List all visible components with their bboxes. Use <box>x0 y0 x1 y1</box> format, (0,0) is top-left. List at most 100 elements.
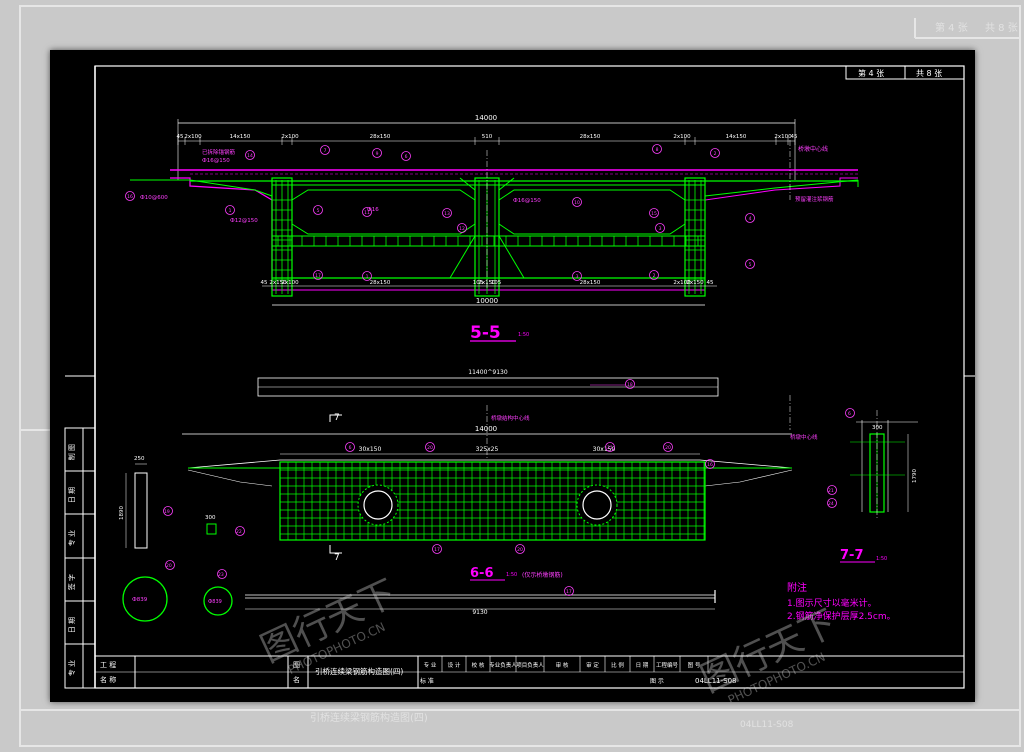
top-dim-label: 45 <box>177 134 184 140</box>
section-5-scale: 1:50 <box>518 332 529 338</box>
bottom-dim-label: 2x150 <box>269 280 287 286</box>
svg-text:300: 300 <box>205 515 216 521</box>
pier-rebar-mesh <box>279 461 706 541</box>
rebar-bubble <box>425 442 435 452</box>
rebar-bubble <box>125 191 135 201</box>
section-6-scale: 1:50 <box>506 572 517 578</box>
top-dim-label: 2x100 <box>184 134 202 140</box>
drawing-name-label: 名 <box>293 675 300 684</box>
title-block-header: 校 核 <box>472 661 485 669</box>
rebar-bubble-label: 21 <box>607 445 613 451</box>
rebar-bubble <box>515 544 525 554</box>
rebar-bubble-label: 14 <box>247 153 253 159</box>
rebar-bubble-label: 6 <box>405 154 408 160</box>
notes-line-2: 2.钢筋净保护层厚2.5cm。 <box>787 610 896 622</box>
title-block: 工 程 名 称 图 名 引桥连续梁钢筋构造图(四) 专 业设 计校 核专业负责人… <box>94 655 965 689</box>
section-7-height: 1790 <box>912 469 918 483</box>
svg-text:22: 22 <box>236 529 242 535</box>
bar-length: 1890 <box>119 506 125 520</box>
top-dim-label: 45 <box>791 134 798 140</box>
bottom-dim-label: 105 <box>491 280 502 286</box>
rebar-bubble-label: 16 <box>127 194 133 200</box>
rebar-bubble <box>401 151 411 161</box>
title-block-header: 审 核 <box>556 661 569 669</box>
rebar-bubble-label: 7 <box>324 148 327 154</box>
rebar-bubble-label: 4 <box>749 216 752 222</box>
rebar-bubble-label: 13 <box>444 211 450 217</box>
rebar-bubble <box>655 223 665 233</box>
section-6-dim: 30x150 <box>593 446 616 453</box>
bar-top-label: 11400^9130 <box>468 369 508 376</box>
rebar-bubble-label: 3 <box>576 274 579 280</box>
rebar-bubble <box>745 213 755 223</box>
rebar-bubble-label: 15 <box>651 211 657 217</box>
rebar-bubble <box>313 270 323 280</box>
bottom-dim-label: 2x100 <box>673 280 691 286</box>
total-label: 共 8 张 <box>916 69 942 78</box>
overall-dim-top: 14000 <box>475 114 497 122</box>
ghost-drawing-name: 引桥连续梁钢筋构造图(四) <box>310 711 428 724</box>
title-block-header: 图 号 <box>688 661 701 669</box>
side-label: 专 业 <box>67 530 76 546</box>
bottom-dim-label: 2x150 <box>478 280 496 286</box>
rebar-bubble-label: 16 <box>707 462 713 468</box>
rebar-bubble <box>572 197 582 207</box>
title-block-header: 比 例 <box>611 661 624 669</box>
section-7-7: 300 6 桥墩中心线 1790 21 24 7-7 1:50 <box>790 408 918 563</box>
notes-heading: 附注 <box>787 581 807 594</box>
side-label: 日 期 <box>68 617 76 633</box>
top-dim-label: 14x150 <box>230 134 251 140</box>
rebar-bubble-label: 2 <box>653 273 656 279</box>
rebar-bubble-label: 20 <box>427 445 433 451</box>
notes: 附注 1.图示尺寸以毫米计。 2.钢筋净保护层厚2.5cm。 <box>787 581 896 622</box>
cad-drawing-sheet: 第 4 张 共 8 张 制 图 日 期 专 业 签 字 日 期 专 业 1400… <box>50 50 975 702</box>
top-dim-label: 14x150 <box>726 134 747 140</box>
rebar-bubble-label: 1 <box>229 208 232 214</box>
side-label: 专 业 <box>67 660 76 676</box>
rebar-bubble <box>649 270 659 280</box>
rebar-bubble <box>705 459 715 469</box>
title-block-header: 专业负责人 <box>489 661 517 669</box>
svg-text:24: 24 <box>828 501 834 507</box>
ghost-page-label: 第 4 张 <box>935 21 968 34</box>
page-label: 第 4 张 <box>858 68 884 78</box>
label-callout: Ф16@150 <box>513 198 541 204</box>
side-label: 制 图 <box>67 444 76 460</box>
rebar-bubble <box>225 205 235 215</box>
label-callout: Ф16 <box>367 207 379 213</box>
rebar-bubble-label: 17 <box>315 273 321 279</box>
rebar-bubble <box>710 148 720 158</box>
bubble-18: 18 <box>627 382 633 388</box>
watermark: 图行天下 PHOTOPHOTO.CN 图行天下 PHOTOPHOTO.CN <box>255 573 843 702</box>
section-7-centerline: 桥墩中心线 <box>790 433 818 441</box>
title-block-header: 日 期 <box>636 662 649 669</box>
top-dim-label: 2x100 <box>774 134 792 140</box>
rebar-bubble-label: 12 <box>459 226 465 232</box>
cut-marker-top: 7 <box>334 413 340 423</box>
label-callout: Ф10@600 <box>140 195 168 201</box>
label-callout: 已拆除锚钢筋 <box>202 148 236 156</box>
rebar-bubble <box>345 442 355 452</box>
standard-label: 标 准 <box>420 677 434 685</box>
top-dim-label: 2x100 <box>673 134 691 140</box>
title-block-header: 设 计 <box>448 661 461 669</box>
top-dim-label: 2x100 <box>281 134 299 140</box>
cut-marker-bottom: 7 <box>334 553 340 563</box>
rebar-bubble <box>649 208 659 218</box>
rebar-bubble-label: 6 <box>349 445 352 451</box>
rebar-bubble <box>313 205 323 215</box>
notes-line-1: 1.图示尺寸以毫米计。 <box>787 597 877 609</box>
rebar-bubble <box>432 544 442 554</box>
section-6-6: 11400^9130 18 14000 桥墩结构中心线 30x150 325x2… <box>182 369 793 616</box>
label-callout: Ф16@150 <box>202 158 230 164</box>
section-7-width: 300 <box>872 425 883 431</box>
bottom-dim-label: 2x100 <box>281 280 299 286</box>
side-label: 签 字 <box>67 574 76 590</box>
rebar-bubble <box>663 442 673 452</box>
section-6-note: (仅示桥墩钢筋) <box>522 571 563 579</box>
rebar-bubble-label: 1 <box>366 274 369 280</box>
